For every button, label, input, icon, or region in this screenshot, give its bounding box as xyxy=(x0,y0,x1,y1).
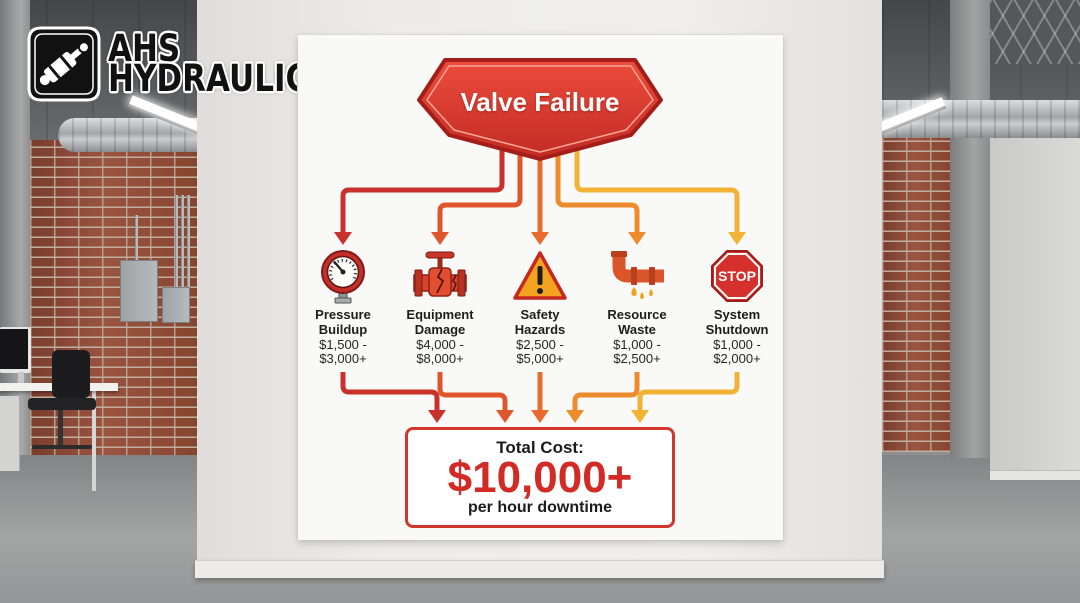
arrowhead xyxy=(566,410,584,423)
logo-text-ahs: AHS xyxy=(108,27,181,71)
arrowhead xyxy=(531,232,549,245)
cost-low: $1,000 - xyxy=(613,337,661,352)
arrow-resource-to-total xyxy=(572,372,640,412)
arrowhead xyxy=(334,232,352,245)
monitor-screen xyxy=(0,329,28,369)
cost-high: $2,500+ xyxy=(613,351,661,366)
wall-right xyxy=(990,130,1080,480)
cost-low: $1,000 - xyxy=(713,337,761,352)
branch-cost-range: $1,500 -$3,000+ xyxy=(298,338,388,366)
arrowhead xyxy=(428,410,446,423)
branch-label-line: System xyxy=(713,307,761,322)
pressure-gauge-icon xyxy=(315,248,371,304)
baseboard-right xyxy=(990,470,1080,480)
branch-label-line: Shutdown xyxy=(705,322,769,337)
electrical-panel xyxy=(120,260,158,322)
branch-label-line: Waste xyxy=(618,322,656,337)
arrow-to-resource-waste xyxy=(555,145,640,234)
office-chair-base xyxy=(32,445,92,449)
branch-cost-range: $1,000 -$2,000+ xyxy=(692,338,782,366)
arrowhead xyxy=(631,410,649,423)
arrowhead xyxy=(431,232,449,245)
company-logo: AHS HYDRAULICS xyxy=(26,25,346,105)
branch-label-line: Resource xyxy=(607,307,667,322)
total-cost-label: Total Cost: xyxy=(496,438,584,457)
stop-sign-icon: STOP xyxy=(709,248,765,304)
arrow-to-system-shutdown xyxy=(574,145,740,234)
cost-high: $3,000+ xyxy=(319,351,367,366)
warning-triangle-icon xyxy=(512,248,568,304)
conduit-pipe xyxy=(187,195,190,287)
concrete-column-left xyxy=(0,0,30,470)
arrow-equipment-to-total xyxy=(437,372,508,412)
conduit-pipe xyxy=(181,195,184,287)
arrowhead xyxy=(728,232,746,245)
branch-cost-range: $1,000 -$2,500+ xyxy=(592,338,682,366)
branch-label-line: Pressure xyxy=(315,307,371,322)
hydraulic-cylinder-icon xyxy=(27,26,101,102)
branch-label-line: Buildup xyxy=(318,322,368,337)
computer-tower xyxy=(0,396,20,471)
hexagon-shape xyxy=(417,58,663,161)
arrow-pressure-to-total xyxy=(340,372,440,412)
arrow-to-equipment-damage xyxy=(437,145,523,234)
branch-cost-range: $4,000 -$8,000+ xyxy=(395,338,485,366)
total-cost-value: $10,000+ xyxy=(447,453,633,502)
branch-label-line: Damage xyxy=(414,322,466,337)
office-chair-seat xyxy=(28,398,96,410)
cost-high: $5,000+ xyxy=(516,351,564,366)
ceiling-truss xyxy=(988,0,1080,64)
wall-plinth xyxy=(195,560,884,578)
valve-failure-node: Valve Failure xyxy=(415,57,665,163)
valve-failure-title: Valve Failure xyxy=(460,87,620,117)
arrow-to-pressure-buildup xyxy=(340,145,505,234)
total-cost-box: Total Cost: $10,000+ per hour downtime xyxy=(405,427,675,528)
branch-cost-range: $2,500 -$5,000+ xyxy=(495,338,585,366)
cost-low: $4,000 - xyxy=(416,337,464,352)
broken-valve-icon xyxy=(412,248,468,304)
concrete-column-right xyxy=(950,0,990,458)
branch-label-line: Safety xyxy=(520,307,560,322)
office-chair-pole xyxy=(58,410,63,446)
stop-sign-text: STOP xyxy=(718,268,756,284)
air-duct-left xyxy=(58,118,197,152)
conduit-pipe xyxy=(135,215,138,260)
branch-label-line: Equipment xyxy=(406,307,474,322)
arrow-shutdown-to-total xyxy=(637,372,740,412)
leaking-pipe-icon xyxy=(609,248,665,304)
cost-high: $2,000+ xyxy=(713,351,761,366)
cost-low: $2,500 - xyxy=(516,337,564,352)
desk-leg xyxy=(92,391,96,491)
cost-high: $8,000+ xyxy=(416,351,464,366)
arrowhead xyxy=(496,410,514,423)
brick-wall-right xyxy=(882,138,952,452)
cost-low: $1,500 - xyxy=(319,337,367,352)
branch-label-line: Hazards xyxy=(514,322,566,337)
electrical-box xyxy=(162,287,190,323)
conduit-pipe xyxy=(175,195,178,287)
total-cost-note: per hour downtime xyxy=(468,499,612,516)
monitor-stand xyxy=(18,372,24,384)
logo-text-hydraulics: HYDRAULICS xyxy=(108,57,332,101)
arrowhead xyxy=(628,232,646,245)
air-duct-right xyxy=(882,100,1080,138)
office-chair-back xyxy=(52,350,90,398)
arrowhead xyxy=(531,410,549,423)
